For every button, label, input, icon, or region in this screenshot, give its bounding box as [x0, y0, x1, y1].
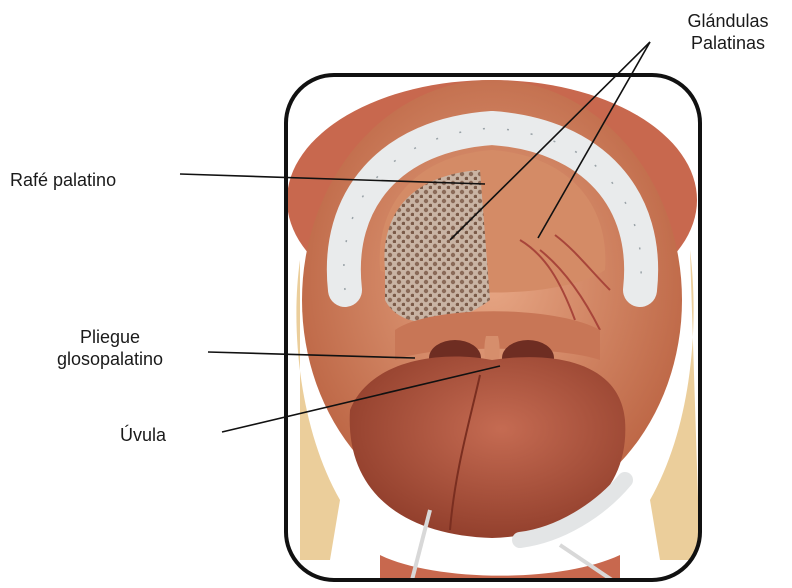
label-glandulas-palatinas: Glándulas Palatinas [668, 10, 788, 54]
label-glandulas-line2: Palatinas [668, 32, 788, 54]
mouth-illustration [286, 75, 700, 580]
label-glandulas-line1: Glándulas [668, 10, 788, 32]
label-uvula: Úvula [120, 424, 166, 446]
label-pliegue-glosopalatino: Pliegue glosopalatino [30, 326, 190, 370]
label-rafe-palatino: Rafé palatino [10, 169, 116, 191]
label-pliegue-line2: glosopalatino [30, 348, 190, 370]
label-pliegue-line1: Pliegue [30, 326, 190, 348]
